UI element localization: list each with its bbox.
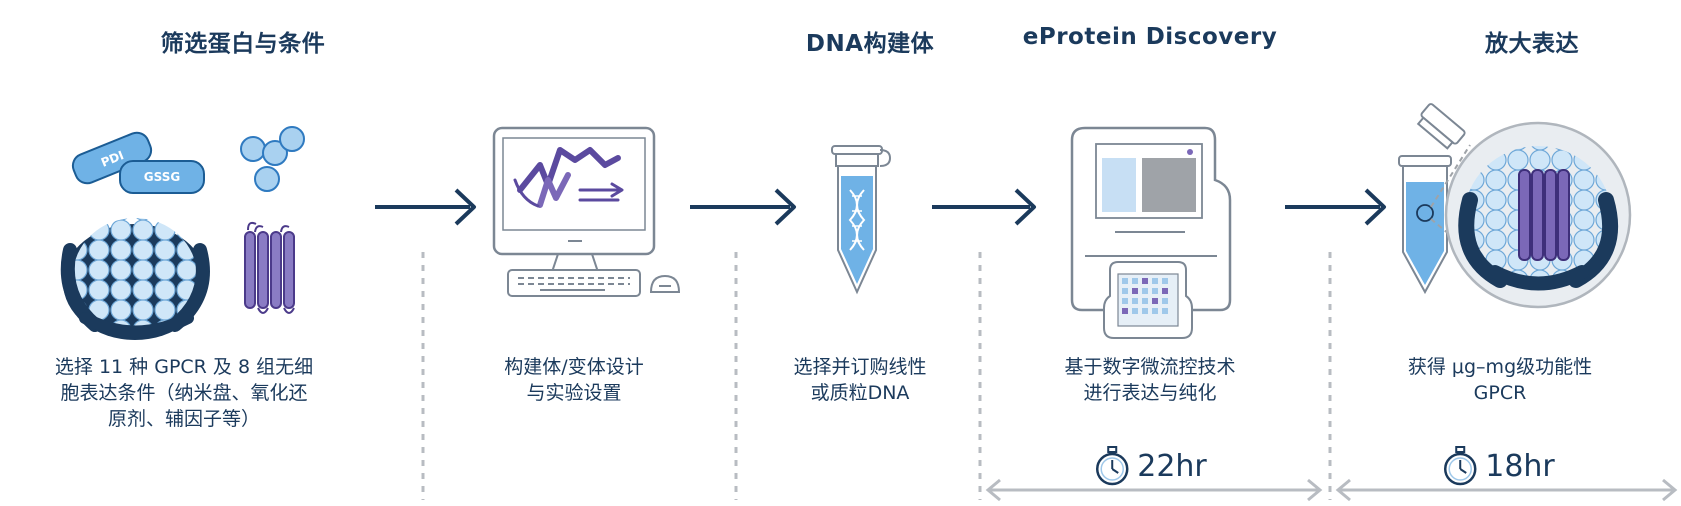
step5-heading: 放大表达	[1485, 31, 1579, 57]
dna-tube-icon	[831, 145, 892, 295]
timeline-arrow-22hr	[985, 478, 1323, 502]
duration-22hr-label: 22hr	[1137, 448, 1207, 484]
gpcr-helix-icon	[244, 221, 295, 314]
gssg-label: GSSG	[144, 170, 180, 184]
step1-heading: 筛选蛋白与条件	[160, 31, 326, 57]
step4-heading: eProtein Discovery	[1022, 24, 1278, 50]
step3-caption-line2: 或质粒DNA	[810, 382, 910, 404]
stopwatch-icon	[1095, 446, 1129, 486]
step1-caption: 选择 11 种 GPCR 及 8 组无细 胞表达条件（纳米盘、氧化还 原剂、辅因…	[55, 354, 313, 432]
timeline-arrow-18hr	[1335, 478, 1678, 502]
step5-caption-line2: GPCR	[1473, 382, 1527, 404]
duration-18hr-label: 18hr	[1485, 448, 1555, 484]
step2-caption-line2: 与实验设置	[526, 382, 622, 404]
pdi-badge: PDI	[71, 131, 153, 185]
step1-illustration: PDI GSSG	[60, 126, 305, 340]
step3-caption-line1: 选择并订购线性	[793, 356, 927, 378]
step5-caption: 获得 μg–mg级功能性 GPCR	[1408, 354, 1592, 406]
step1-caption-line1: 选择 11 种 GPCR 及 8 组无细	[54, 356, 314, 378]
instrument-icon	[1070, 126, 1232, 339]
step3-caption: 选择并订购线性 或质粒DNA	[793, 354, 926, 406]
step3-heading: DNA构建体	[805, 31, 935, 57]
gssg-badge: GSSG	[119, 160, 205, 194]
step5-caption-line1: 获得 μg–mg级功能性	[1407, 356, 1593, 378]
step1-caption-line2: 胞表达条件（纳米盘、氧化还	[60, 382, 308, 404]
step4-caption: 基于数字微流控技术 进行表达与纯化	[1064, 354, 1235, 406]
step4-caption-line1: 基于数字微流控技术	[1064, 356, 1236, 378]
step2-caption-line1: 构建体/变体设计	[504, 356, 644, 378]
stopwatch-icon	[1443, 446, 1477, 486]
step2-caption: 构建体/变体设计 与实验设置	[504, 354, 643, 406]
computer-icon	[492, 126, 681, 297]
duration-22hr: 22hr	[1093, 446, 1207, 486]
scaleup-tube-icon	[1398, 103, 1481, 295]
step1-caption-line3: 原剂、辅因子等）	[107, 408, 260, 430]
nanodisc-icon	[60, 218, 210, 340]
magnified-nanodisc-icon	[1444, 121, 1632, 309]
protein-structure-icon	[513, 147, 624, 208]
bead-cluster-icon	[240, 126, 305, 192]
duration-18hr: 18hr	[1441, 446, 1555, 486]
step4-caption-line2: 进行表达与纯化	[1083, 382, 1217, 404]
